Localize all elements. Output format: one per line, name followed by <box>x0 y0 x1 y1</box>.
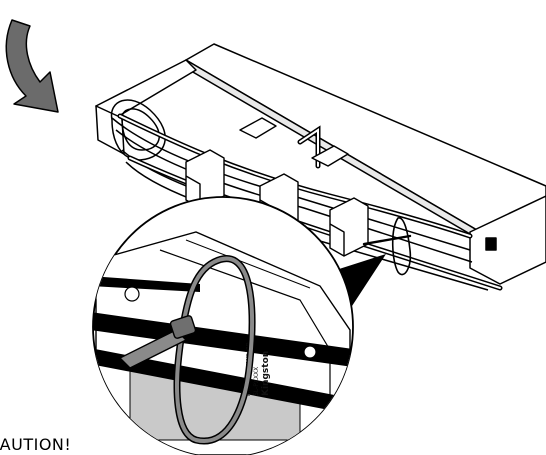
bracket-label-sub1: SL-PXXXX <box>253 367 260 396</box>
zoom-detail-view: Kingston SL-PXXXX PRODUCT STANDARD <box>92 196 354 455</box>
server-chassis <box>95 43 546 285</box>
caution-text: CAUTION! <box>0 435 72 454</box>
rotate-arrow-icon <box>5 19 59 113</box>
bracket-label-main: Kingston <box>261 351 271 396</box>
caution-label: CAUTION! <box>0 434 140 455</box>
zip-tie <box>362 217 412 276</box>
